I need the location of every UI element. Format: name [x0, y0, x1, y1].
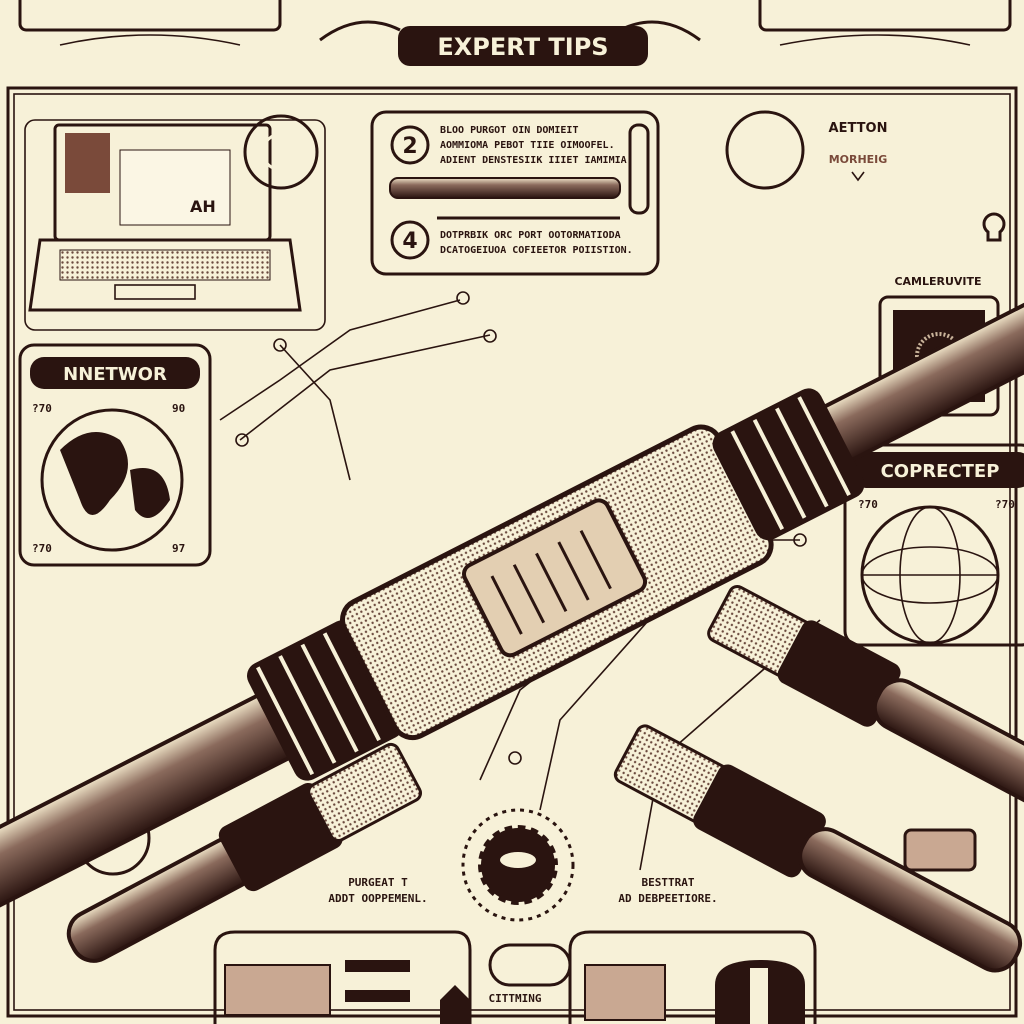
bottom-left-caption: PURGEAT T — [348, 876, 408, 889]
gear-icon — [461, 808, 575, 922]
step-4-line: DOTPRBIK ORC PORT OOTORMATIODA — [440, 230, 621, 241]
globe-icon — [40, 408, 184, 552]
plug-right — [707, 584, 1024, 805]
step-2-line: AOMMIOMA PEBOT TIIE OIMOOFEL. — [440, 140, 615, 151]
page-frame — [6, 0, 1018, 1018]
step-2-number: 2 — [402, 134, 417, 159]
corner-label: ?70 — [32, 542, 52, 555]
step-2-line: ADIENT DENSTESIIK IIIET IAMIMIA — [440, 155, 627, 166]
bottom-left-caption: ADDT OOPPEMENL. — [328, 892, 427, 905]
corner-label: ?70 — [32, 402, 52, 415]
plug-bottom-right — [613, 724, 1023, 973]
top-right-subtitle: MORHEIG — [829, 153, 888, 166]
corner-label: 97 — [172, 542, 185, 555]
top-right-title: AETTON — [829, 121, 888, 136]
bottom-center-label: CITTMING — [489, 992, 542, 1005]
corner-label: ?70 — [995, 498, 1015, 511]
camera-label: CAMLERUVITE — [894, 275, 981, 288]
expert-tips-banner: EXPERT TIPS — [398, 26, 648, 66]
bottom-right-caption: BESTTRAT — [642, 876, 695, 889]
corner-label: 90 — [172, 402, 185, 415]
ethernet-coupler — [0, 213, 1024, 933]
plug-bottom-left — [66, 742, 423, 963]
step-2-line: BLOO PURGOT OIN DOMIEIT — [440, 125, 578, 136]
header-title: EXPERT TIPS — [437, 33, 608, 61]
step-4-number: 4 — [402, 229, 417, 254]
step-4-line: DCATOGEIUOA COFIEETOR POIISTION. — [440, 245, 633, 256]
connector-panel-title: COPRECTEP — [881, 461, 1000, 482]
network-panel-title: NNETWOR — [63, 364, 167, 385]
laptop-screen-text: AH — [190, 197, 216, 216]
tips-box: 2 BLOO PURGOT OIN DOMIEIT AOMMIOMA PEBOT… — [370, 110, 660, 276]
connector-panel: COPRECTEP ?70 ?70 — [843, 443, 1024, 647]
laptop-illustration: AH — [24, 114, 326, 331]
bottom-panels: CITTMING — [213, 828, 977, 1024]
bottom-right-caption: AD DEBPEETIORE. — [618, 892, 717, 905]
network-panel: NNETWOR ?70 90 ?70 97 — [18, 343, 212, 876]
corner-label: ?70 — [858, 498, 878, 511]
